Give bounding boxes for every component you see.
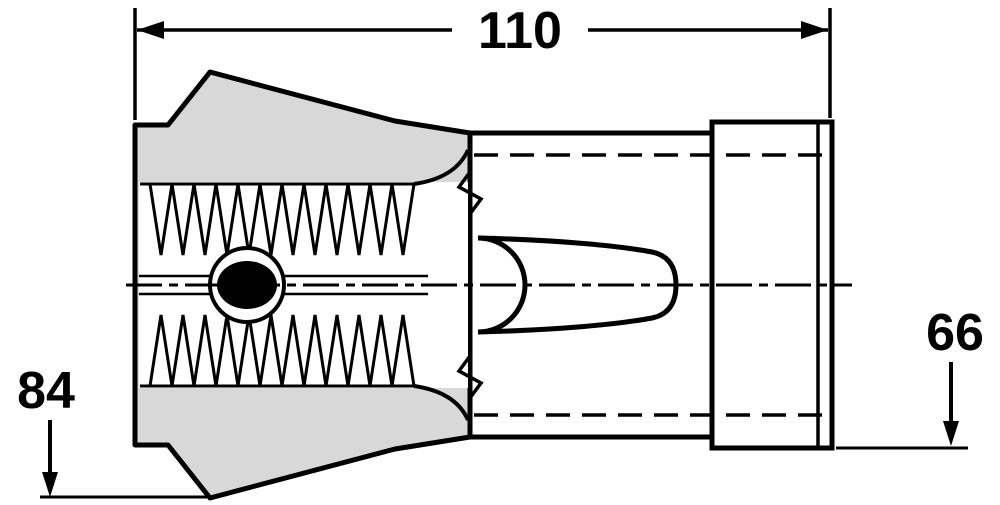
break-mark-top <box>456 170 484 216</box>
break-mark-bottom <box>456 354 484 400</box>
label-backing-110 <box>452 2 588 58</box>
arrowhead-right <box>801 21 828 39</box>
keyway-slot <box>477 235 679 335</box>
dimension-110: 110 <box>133 2 832 120</box>
dim-66-label: 66 <box>926 304 984 362</box>
arrowhead-left <box>137 21 164 39</box>
dimension-66: 66 <box>836 304 984 450</box>
bore-flare-bottom <box>413 384 470 421</box>
dim-66-arrowhead <box>943 421 959 446</box>
collet-body <box>456 119 835 451</box>
dim-84-arrowhead <box>42 472 58 497</box>
dim-84-label: 84 <box>17 362 75 420</box>
bore-flare-top <box>413 149 470 186</box>
dimension-84: 84 <box>17 362 208 499</box>
dim-110-label: 110 <box>478 2 562 60</box>
